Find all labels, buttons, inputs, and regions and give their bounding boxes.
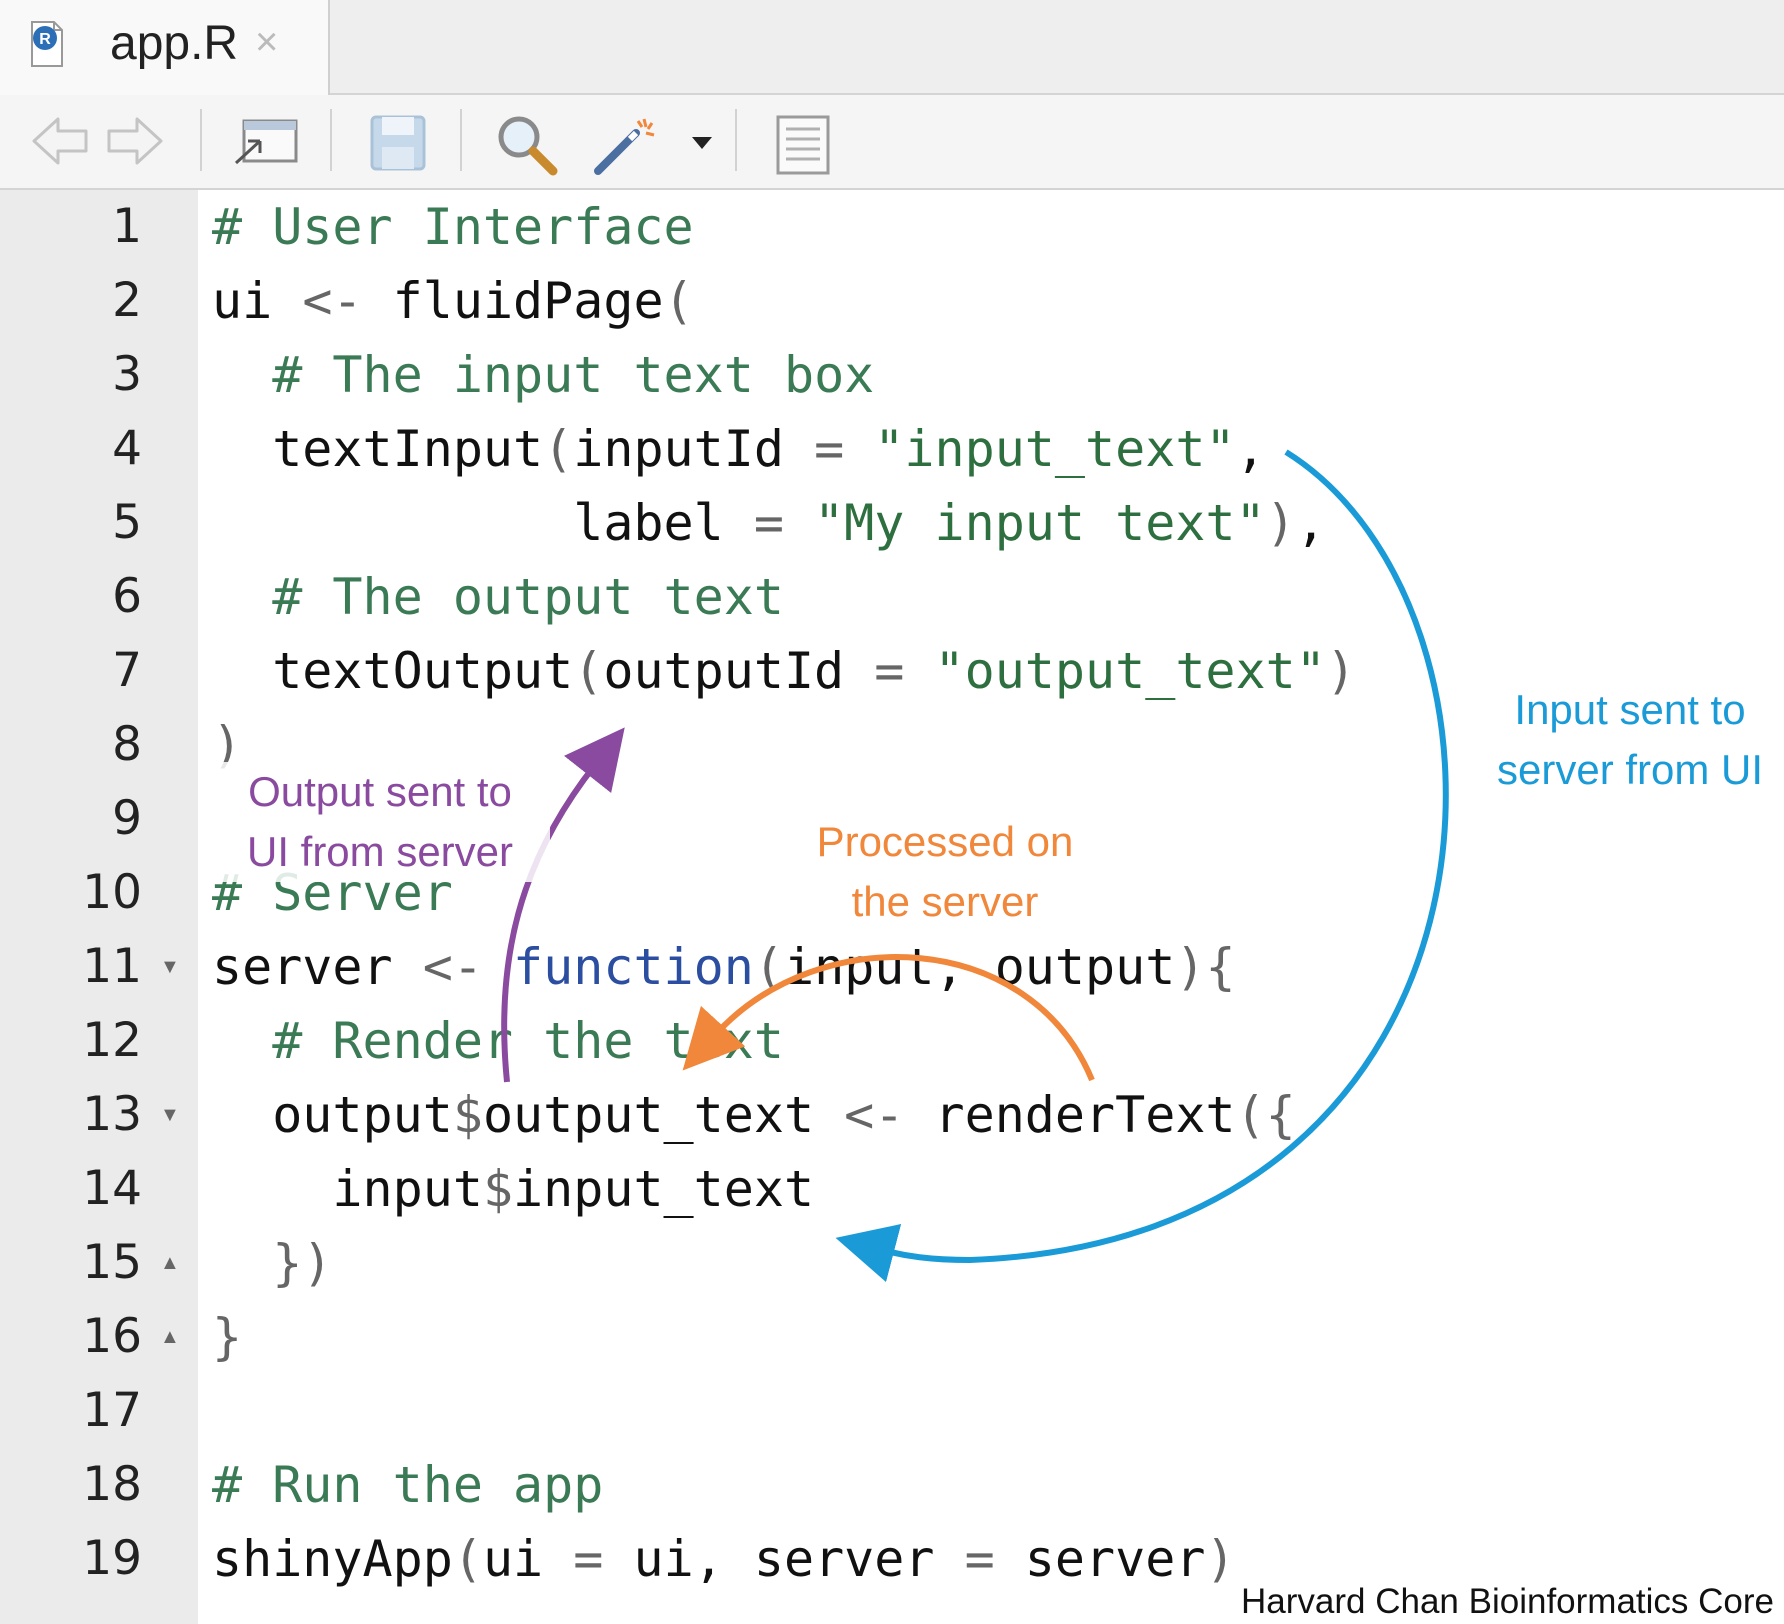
processed-label-line1: Processed on <box>816 818 1074 865</box>
line-number: 16 <box>82 1309 142 1364</box>
line-number: 10 <box>82 865 142 920</box>
find-icon[interactable] <box>495 113 559 177</box>
line-number: 9 <box>112 791 142 846</box>
line-number: 5 <box>112 495 142 550</box>
line-number-gutter: 1 2 3 4 5 6 7 8 9 10 11 12 13 14 15 16 1… <box>0 190 198 1624</box>
output-sent-label: Output sent to UI from server <box>210 762 550 882</box>
save-icon[interactable] <box>368 113 428 173</box>
code-tools-wand-icon[interactable] <box>590 113 670 177</box>
line-number: 17 <box>82 1383 142 1438</box>
fold-open-icon[interactable]: ▼ <box>160 956 180 978</box>
code-line[interactable]: # Run the app <box>212 1456 604 1514</box>
line-number: 13 <box>82 1087 142 1142</box>
processed-arrow <box>682 954 1095 1082</box>
code-line[interactable]: } <box>212 1308 243 1366</box>
close-icon[interactable]: × <box>255 20 279 64</box>
input-label-line1: Input sent to <box>1514 686 1746 733</box>
file-tab[interactable]: R app.R × <box>0 0 330 95</box>
fold-close-icon[interactable]: ▲ <box>160 1252 180 1274</box>
code-line[interactable]: ui <- fluidPage( <box>212 272 694 330</box>
output-arrow <box>501 727 625 1083</box>
editor-toolbar <box>0 95 1784 190</box>
fold-open-icon[interactable]: ▼ <box>160 1104 180 1126</box>
line-number: 3 <box>112 347 142 402</box>
toolbar-separator <box>460 109 462 171</box>
r-file-icon: R <box>31 21 63 67</box>
output-label-line1: Output sent to <box>248 768 512 815</box>
code-line[interactable]: input$input_text <box>212 1160 815 1218</box>
fold-close-icon[interactable]: ▲ <box>160 1326 180 1348</box>
svg-text:R: R <box>39 31 51 48</box>
code-line[interactable]: }) <box>272 1234 333 1292</box>
line-number: 12 <box>82 1013 142 1068</box>
line-number: 8 <box>112 717 142 772</box>
line-number: 18 <box>82 1457 142 1512</box>
input-label-line2: server from UI <box>1496 746 1764 793</box>
code-line[interactable]: output$output_text <- renderText({ <box>212 1086 1296 1144</box>
dropdown-caret-icon[interactable] <box>690 135 714 151</box>
processed-label-line2: the server <box>851 878 1039 925</box>
line-number: 1 <box>112 199 142 254</box>
toolbar-separator <box>735 109 737 171</box>
forward-arrow-icon[interactable] <box>105 113 165 169</box>
line-number: 14 <box>82 1161 142 1216</box>
line-number: 7 <box>112 643 142 698</box>
credit-text: Harvard Chan Bioinformatics Core <box>1237 1582 1778 1622</box>
code-line[interactable]: server <- function(input, output){ <box>212 938 1236 996</box>
input-arrow <box>835 449 1449 1283</box>
toolbar-separator <box>200 109 202 171</box>
processed-label: Processed on the server <box>790 812 1100 932</box>
line-number: 2 <box>112 273 142 328</box>
code-line[interactable]: # The input text box <box>272 346 875 404</box>
output-label-line2: UI from server <box>246 828 514 875</box>
compile-report-icon[interactable] <box>770 113 834 177</box>
code-line[interactable]: # The output text <box>272 568 784 626</box>
code-line[interactable]: textInput(inputId = "input_text", <box>212 420 1266 478</box>
code-line[interactable]: label = "My input text"), <box>212 494 1326 552</box>
line-number: 15 <box>82 1235 142 1290</box>
back-arrow-icon[interactable] <box>30 113 90 169</box>
show-in-window-icon[interactable] <box>230 113 300 169</box>
code-line[interactable]: shinyApp(ui = ui, server = server) <box>212 1530 1236 1588</box>
code-line[interactable]: textOutput(outputId = "output_text") <box>212 642 1356 700</box>
line-number: 6 <box>112 569 142 624</box>
line-number: 19 <box>82 1531 142 1586</box>
code-line[interactable]: # User Interface <box>212 198 694 256</box>
editor-tab-bar: R app.R × <box>0 0 1784 95</box>
line-number: 4 <box>112 421 142 476</box>
line-number: 11 <box>82 939 142 994</box>
input-sent-label: Input sent to server from UI <box>1470 680 1784 800</box>
toolbar-separator <box>330 109 332 171</box>
tab-title: app.R <box>110 17 239 70</box>
